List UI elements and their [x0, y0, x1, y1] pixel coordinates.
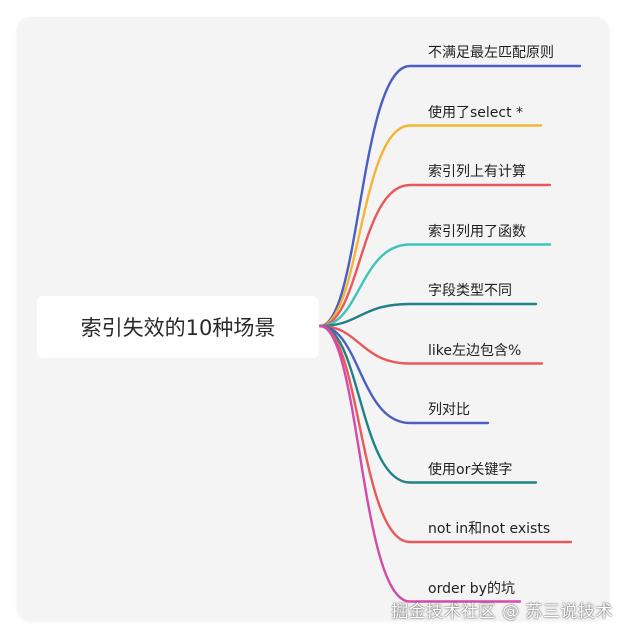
branch-connector — [318, 324, 538, 484]
root-node-label: 索引失效的10种场景 — [80, 316, 276, 340]
branch-connector — [318, 183, 552, 328]
branch-node[interactable]: 列对比 — [428, 402, 470, 418]
root-node[interactable]: 索引失效的10种场景 — [37, 296, 319, 358]
branch-node[interactable]: like左边包含% — [428, 342, 522, 359]
branch-connector — [318, 324, 490, 425]
branch-connector — [318, 324, 573, 544]
branch-connector — [318, 64, 582, 328]
branch-connector — [318, 324, 544, 365]
branch-node[interactable]: 索引列上有计算 — [428, 164, 526, 180]
branch-node[interactable]: 不满足最左匹配原则 — [428, 45, 554, 61]
branch-node[interactable]: 使用了select * — [428, 104, 524, 121]
branch-node[interactable]: order by的坑 — [428, 580, 515, 597]
branch-connector — [318, 302, 538, 328]
branch-node[interactable]: 使用or关键字 — [428, 461, 513, 478]
branch-node[interactable]: 字段类型不同 — [428, 283, 512, 299]
branch-connector — [318, 243, 552, 328]
branch-node[interactable]: not in和not exists — [428, 521, 551, 537]
watermark: 掘金技术社区 @ 苏三说技术 — [391, 602, 613, 622]
branch-connector — [318, 324, 522, 603]
branch-node[interactable]: 索引列用了函数 — [428, 223, 526, 240]
branch-connector — [318, 124, 543, 328]
